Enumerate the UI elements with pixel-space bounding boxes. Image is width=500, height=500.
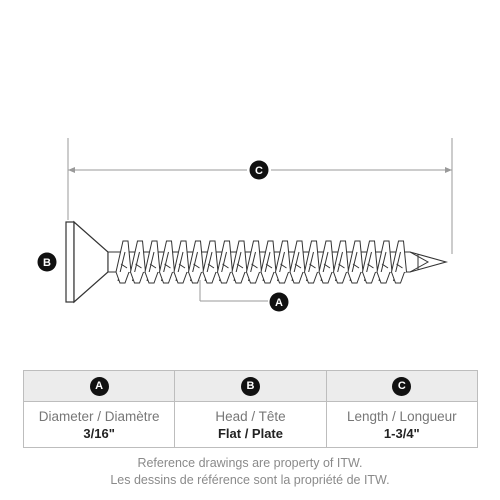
- callout-a: A: [269, 292, 289, 312]
- spec-label-length: Length / Longueur: [347, 408, 457, 424]
- callout-b-letter: B: [43, 257, 51, 269]
- thread-root: [376, 271, 391, 284]
- thread-root: [318, 271, 333, 284]
- callout-a-letter: A: [275, 297, 283, 309]
- badge-a: A: [89, 376, 109, 396]
- screw-threads: [115, 240, 407, 284]
- thread-root: [260, 271, 275, 284]
- diameter-leader: [199, 280, 268, 302]
- spec-header: A: [24, 371, 175, 402]
- thread-root: [347, 271, 362, 284]
- spec-body: Head / Tête Flat / Plate: [175, 402, 325, 447]
- screw-tip: [409, 251, 430, 273]
- thread-root: [275, 271, 289, 284]
- thread-root: [231, 271, 246, 284]
- thread-root: [217, 271, 231, 284]
- badge-b: B: [240, 376, 260, 396]
- thread-root: [333, 271, 347, 284]
- spec-header: B: [175, 371, 326, 402]
- spec-label-head: Head / Tête: [215, 408, 286, 424]
- screw-head: [65, 220, 109, 304]
- thread-root: [159, 271, 173, 284]
- length-dimension: [67, 138, 453, 254]
- spec-body: Diameter / Diamètre 3/16": [24, 402, 174, 447]
- footer-copyright-fr: Les dessins de référence sont la proprié…: [110, 473, 390, 487]
- spec-column-head: B Head / Tête Flat / Plate: [175, 371, 327, 447]
- spec-column-length: C Length / Longueur 1-3/4": [326, 371, 477, 447]
- thread-root: [130, 271, 144, 284]
- spec-value-head: Flat / Plate: [217, 425, 283, 441]
- spec-table: A Diameter / Diamètre 3/16" B Head / Têt…: [23, 370, 478, 448]
- thread-root: [391, 271, 405, 284]
- callout-b: B: [37, 252, 57, 272]
- badge-c: C: [392, 376, 412, 396]
- spec-column-diameter: A Diameter / Diamètre 3/16": [24, 371, 176, 447]
- thread-root: [289, 271, 304, 284]
- thread-root: [202, 271, 217, 284]
- thread-root: [362, 271, 376, 284]
- footer-copyright-en: Reference drawings are property of ITW.: [137, 456, 363, 470]
- thread-root: [304, 271, 318, 284]
- callout-c-letter: C: [255, 165, 263, 177]
- thread-root: [188, 271, 202, 284]
- thread-root: [173, 271, 188, 284]
- callout-c: C: [249, 160, 269, 180]
- spec-value-length: 1-3/4": [383, 425, 420, 441]
- spec-label-diameter: Diameter / Diamètre: [38, 408, 160, 424]
- thread-root: [144, 271, 159, 284]
- thread-root: [115, 271, 130, 284]
- spec-value-diameter: 3/16": [83, 425, 115, 441]
- screw-diagram: C B A: [37, 138, 453, 312]
- spec-header: C: [326, 371, 477, 402]
- spec-body: Length / Longueur 1-3/4": [327, 402, 477, 447]
- thread-root: [246, 271, 260, 284]
